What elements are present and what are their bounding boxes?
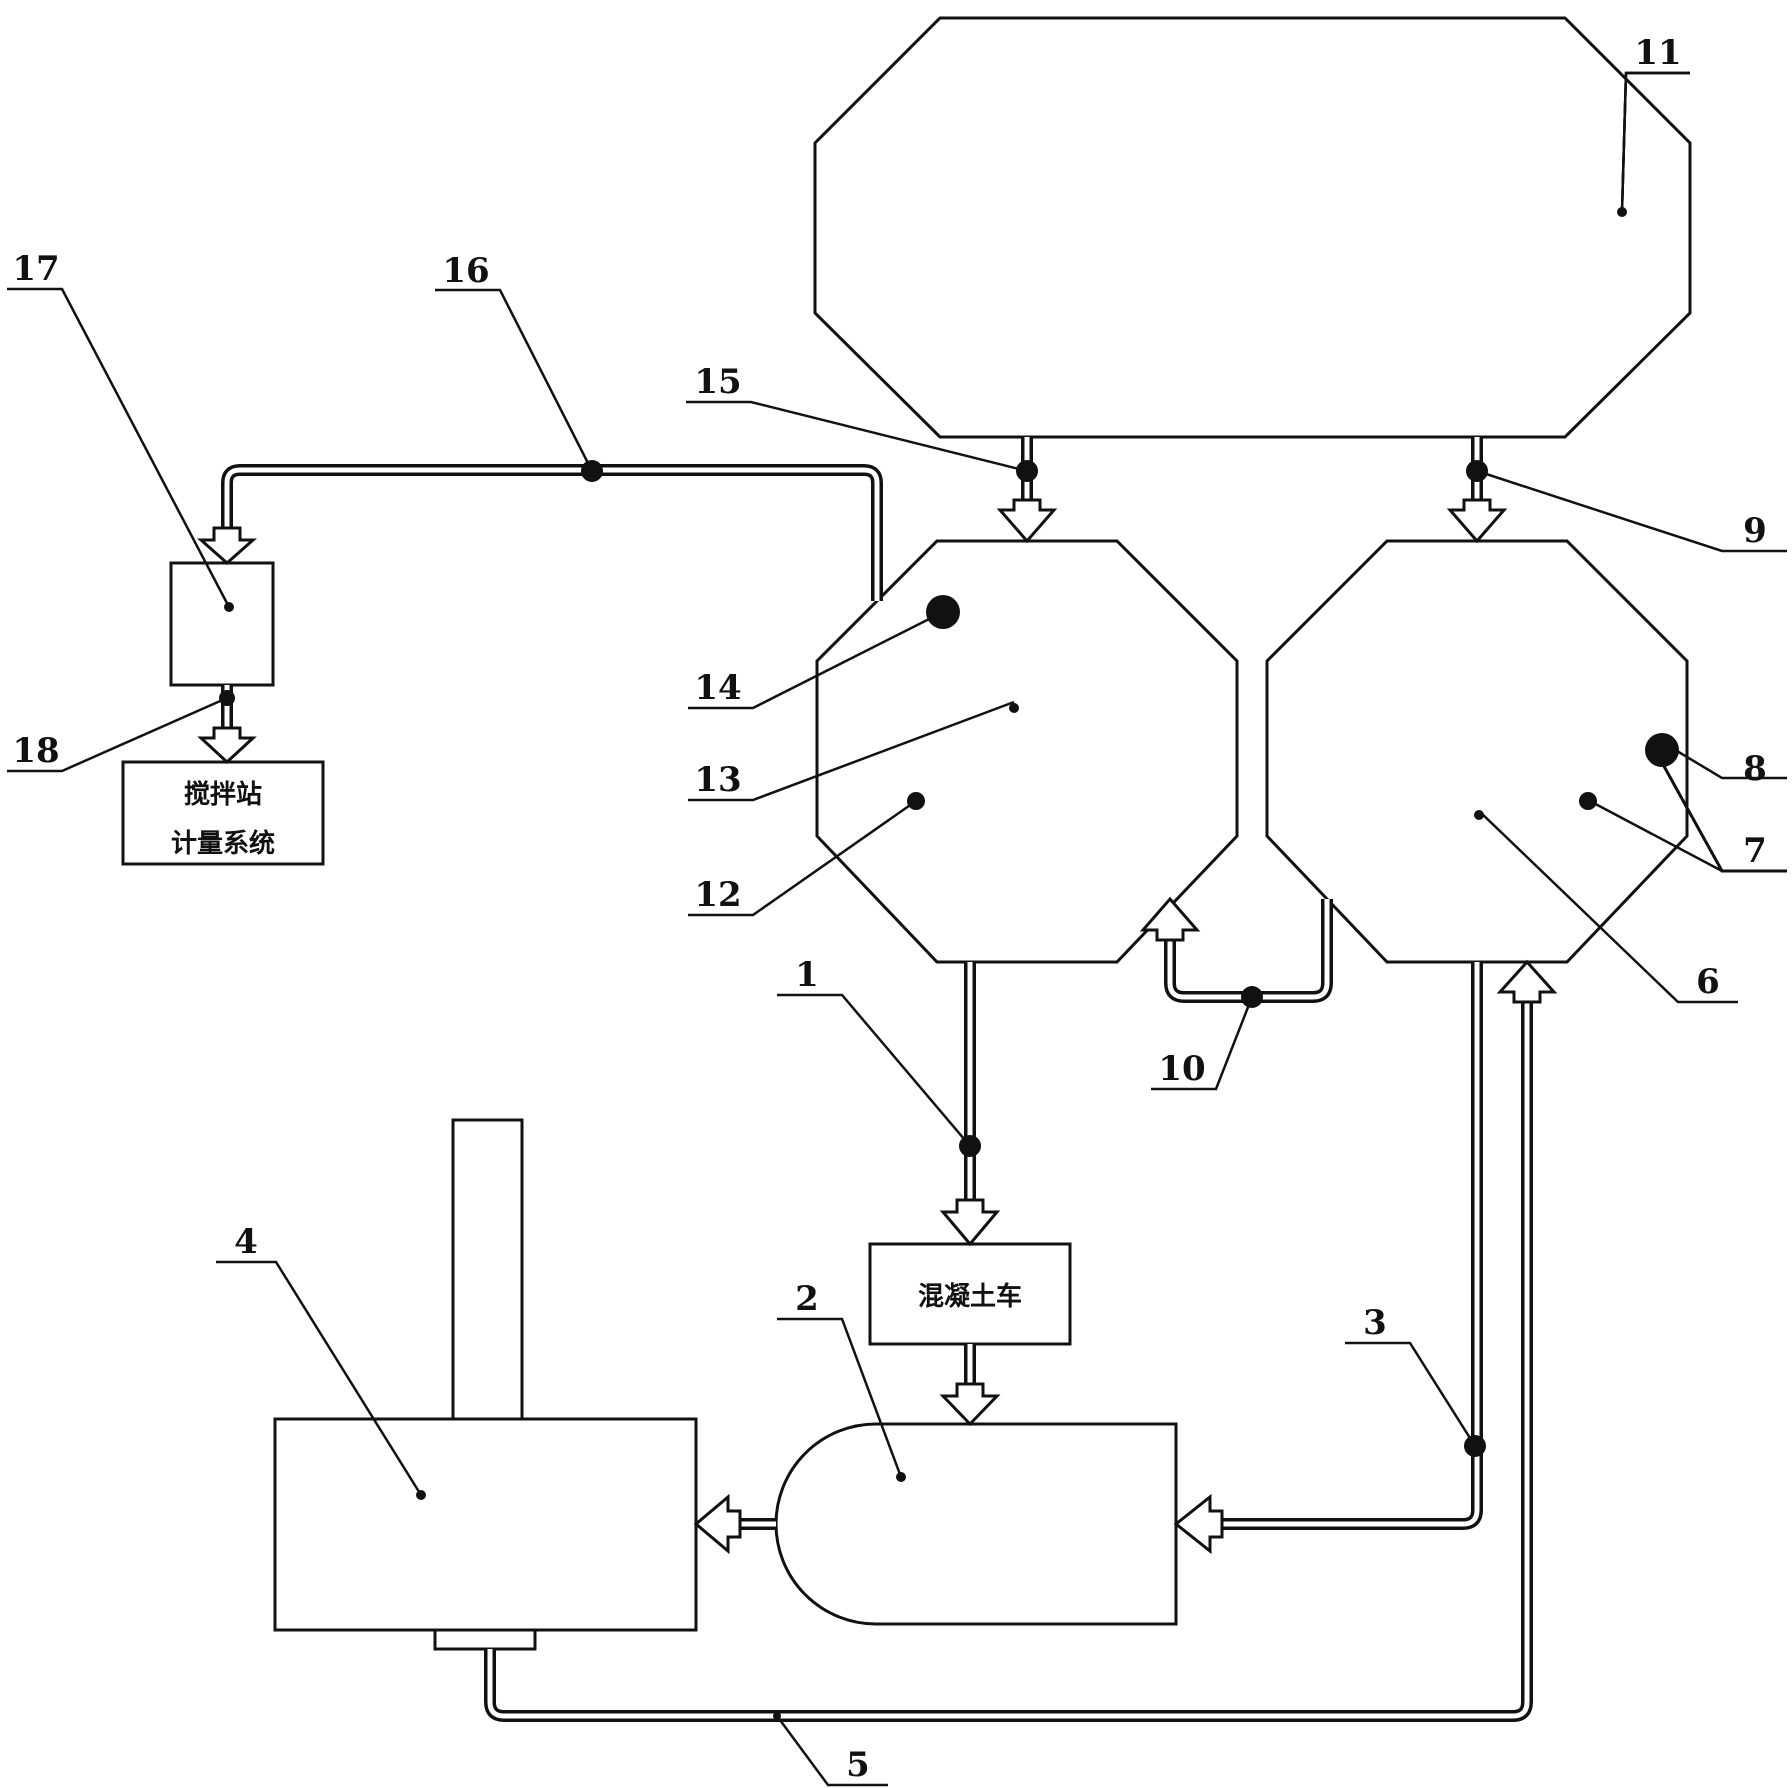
- pipe-16: [221, 464, 883, 601]
- dot-13: [1009, 703, 1019, 713]
- mixing-station-label-line1: 搅拌站: [184, 779, 262, 810]
- label-8: 8: [1743, 749, 1767, 789]
- label-4: 4: [234, 1222, 258, 1262]
- label-13: 13: [694, 760, 741, 800]
- dot-11: [1617, 207, 1627, 217]
- dot-1: [959, 1135, 981, 1157]
- box-17: [169, 561, 275, 687]
- label-11: 11: [1634, 33, 1681, 73]
- dot-7: [1579, 792, 1597, 810]
- mixing-station-box: [121, 760, 325, 866]
- label-1: 1: [795, 955, 819, 995]
- concrete-truck-label: 混凝土车: [918, 1281, 1022, 1312]
- unit-4-base: [433, 1628, 537, 1651]
- dot-5: [773, 1712, 781, 1720]
- vessel-2: [774, 1422, 1178, 1626]
- dot-8: [1645, 733, 1679, 767]
- dot-9: [1466, 460, 1488, 482]
- arrow-truck-to-2: [939, 1382, 1001, 1427]
- label-2: 2: [795, 1279, 819, 1319]
- label-18: 18: [12, 731, 59, 771]
- dot-15: [1016, 460, 1038, 482]
- dot-14: [926, 595, 960, 629]
- tank-11: [813, 16, 1692, 439]
- arrow-3: [1173, 1493, 1224, 1555]
- label-17: 17: [12, 249, 59, 289]
- arrow-15: [996, 498, 1058, 544]
- pipe-3: [1222, 962, 1483, 1530]
- arrow-18: [197, 726, 257, 765]
- pipe-10: [1164, 899, 1333, 1003]
- label-15: 15: [694, 362, 741, 402]
- label-16: 16: [442, 251, 489, 291]
- leader-lines-b: [216, 740, 1787, 1787]
- arrow-9: [1446, 498, 1508, 544]
- dot-3: [1464, 1435, 1486, 1457]
- dot-17: [224, 602, 234, 612]
- tank-6: [1265, 539, 1689, 964]
- dot-4: [416, 1490, 426, 1500]
- dot-16: [581, 460, 603, 482]
- label-7: 7: [1743, 831, 1767, 871]
- pipe-5: [484, 1002, 1533, 1722]
- dot-12: [907, 792, 925, 810]
- label-6: 6: [1696, 962, 1720, 1002]
- arrow-1: [939, 1198, 1001, 1247]
- dot-6: [1474, 810, 1484, 820]
- mixing-station-label-line2: 计量系统: [171, 828, 275, 859]
- arrow-2-to-4: [693, 1493, 742, 1555]
- arrow-10: [1139, 896, 1201, 942]
- label-9: 9: [1743, 511, 1767, 551]
- arrow-16: [197, 526, 257, 566]
- tank-13: [815, 539, 1239, 964]
- dot-2: [896, 1472, 906, 1482]
- leader-lines: [7, 71, 1787, 917]
- label-14: 14: [694, 668, 741, 708]
- label-10: 10: [1158, 1049, 1205, 1089]
- label-3: 3: [1363, 1303, 1387, 1343]
- label-12: 12: [694, 875, 741, 915]
- unit-4: [273, 1417, 698, 1632]
- unit-4-column: [451, 1118, 524, 1421]
- dot-18: [219, 690, 235, 706]
- arrow-5: [1496, 959, 1558, 1004]
- label-5: 5: [846, 1745, 870, 1785]
- dot-10: [1241, 986, 1263, 1008]
